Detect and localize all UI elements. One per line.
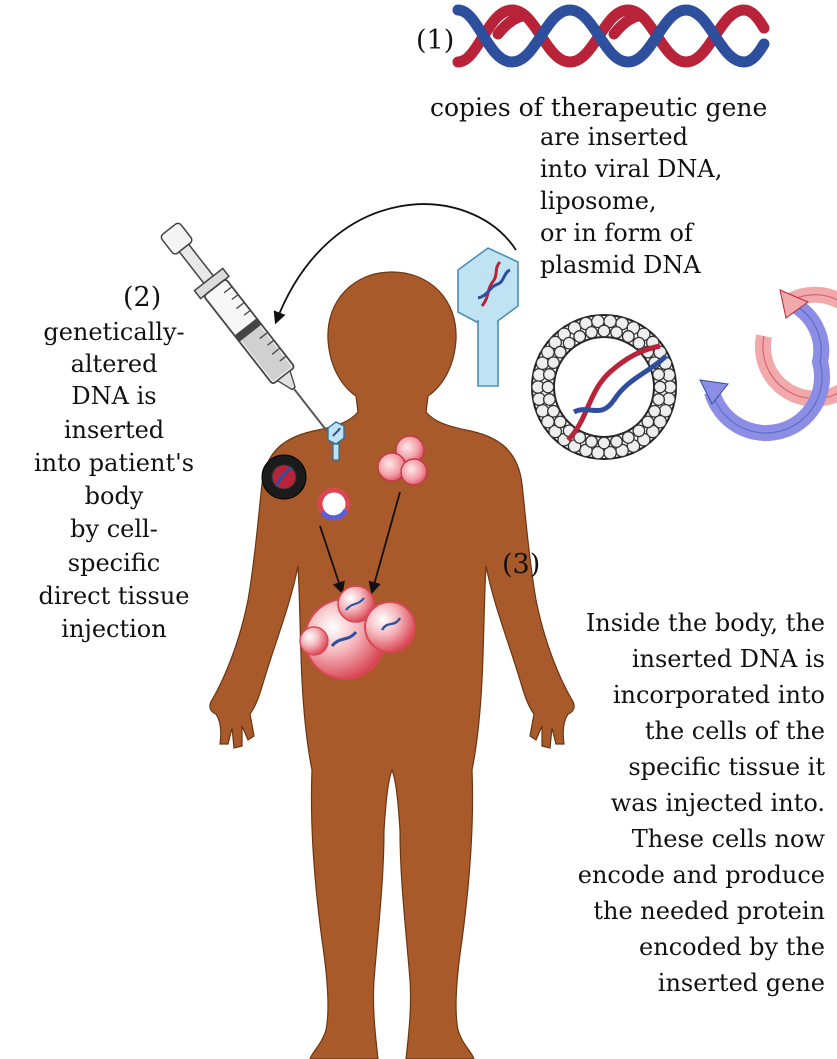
lipid-head xyxy=(586,327,598,339)
lipid-head xyxy=(548,406,560,418)
step3-line-9: the needed protein xyxy=(440,899,825,923)
lipid-head xyxy=(554,416,566,428)
step3-line-7: These cells now xyxy=(440,827,825,851)
lipid-head xyxy=(633,425,645,437)
step1-line-6: plasmid DNA xyxy=(540,253,701,277)
lipid-head xyxy=(544,394,556,406)
lipid-head xyxy=(563,337,575,349)
step2-line-9: direct tissue xyxy=(0,584,228,608)
step2-line-7: by cell- xyxy=(0,517,228,541)
lipid-head xyxy=(642,416,654,428)
step1-line-4: liposome, xyxy=(540,189,657,213)
lipid-head xyxy=(649,406,661,418)
lipid-head xyxy=(623,432,635,444)
lipid-head xyxy=(653,369,665,381)
lipid-head xyxy=(536,405,548,417)
step1-line-1: copies of therapeutic gene xyxy=(430,95,767,120)
lipid-head xyxy=(653,394,665,406)
step3-line-4: the cells of the xyxy=(440,719,825,743)
lipid-head xyxy=(574,331,586,343)
small-liposome-icon xyxy=(262,455,306,499)
lipid-head xyxy=(623,331,635,343)
dna-double-helix-icon xyxy=(458,10,764,62)
step2-line-10: injection xyxy=(0,617,228,641)
step2-line-5: into patient's xyxy=(0,451,228,475)
lipid-head xyxy=(654,381,666,393)
lipid-head xyxy=(548,357,560,369)
lipid-head xyxy=(554,346,566,358)
step1-line-3: into viral DNA, xyxy=(540,157,722,181)
step3-line-3: incorporated into xyxy=(440,683,825,707)
step3-line-5: specific tissue it xyxy=(440,755,825,779)
lipid-head xyxy=(633,337,645,349)
step2-line-2: altered xyxy=(0,352,228,376)
step1-line-5: or in form of xyxy=(540,221,693,245)
step1-line-2: are inserted xyxy=(540,125,688,149)
step2-line-3: DNA is xyxy=(0,384,228,408)
step2-line-8: specific xyxy=(0,551,228,575)
virus-capsid-icon xyxy=(458,248,518,386)
lipid-head xyxy=(611,327,623,339)
lipid-head xyxy=(586,436,598,448)
step2-number: (2) xyxy=(123,284,161,311)
lipid-head xyxy=(598,437,610,449)
step3-number: (3) xyxy=(502,551,540,578)
lipid-head xyxy=(611,436,623,448)
step2-line-6: body xyxy=(0,484,228,508)
step1-number: (1) xyxy=(416,27,454,54)
step3-line-1: Inside the body, the xyxy=(440,611,825,635)
lipid-head xyxy=(544,369,556,381)
liposome-icon xyxy=(532,315,676,459)
plasmid-icon xyxy=(700,290,837,433)
lipid-head xyxy=(542,381,554,393)
lipid-head xyxy=(598,325,610,337)
step3-line-10: encoded by the xyxy=(440,935,825,959)
step3-line-2: inserted DNA is xyxy=(440,647,825,671)
step3-line-6: was injected into. xyxy=(440,791,825,815)
step3-line-11: inserted gene xyxy=(440,971,825,995)
step2-line-4: inserted xyxy=(0,418,228,442)
step3-line-8: encode and produce xyxy=(440,863,825,887)
small-plasmid-icon xyxy=(320,490,348,518)
step2-line-1: genetically- xyxy=(0,320,228,344)
